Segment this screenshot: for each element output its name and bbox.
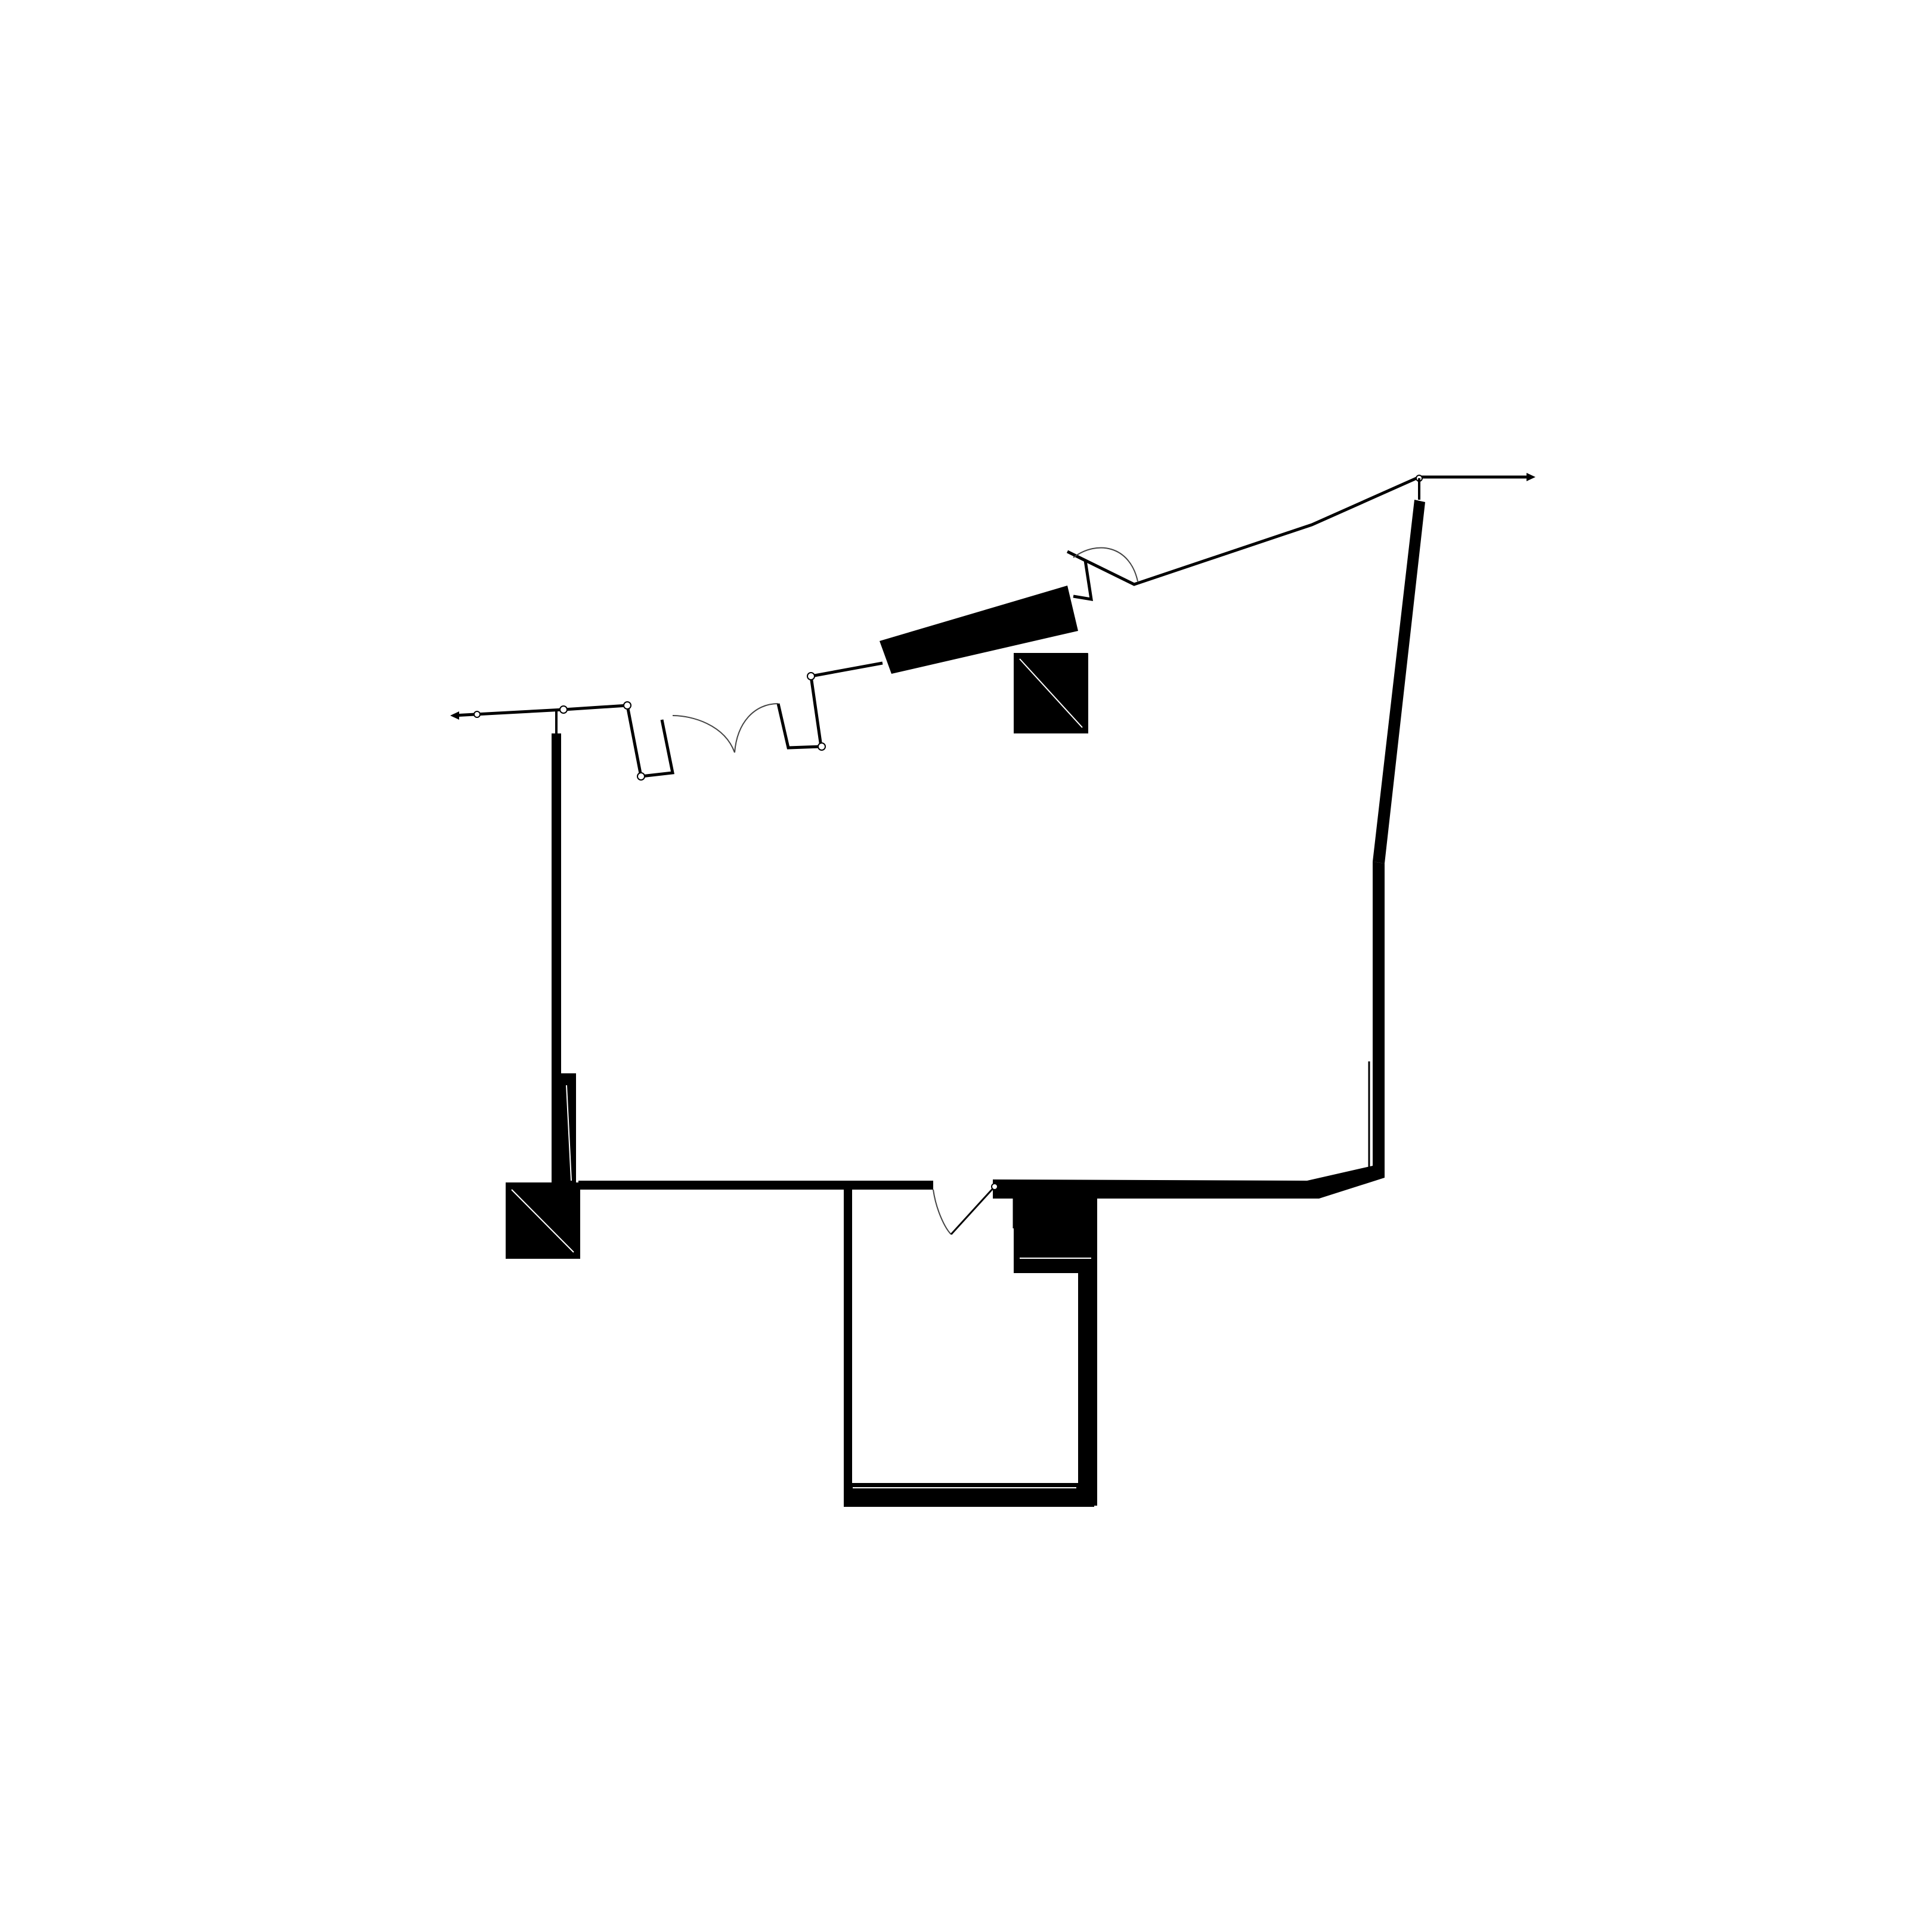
lower-annex xyxy=(844,1190,1097,1507)
facade-left-segment xyxy=(453,704,674,778)
door-swing-arc xyxy=(933,1189,952,1235)
right-wall-upper xyxy=(1373,500,1425,863)
column-hatch xyxy=(511,1189,574,1253)
top-facade xyxy=(450,473,1535,781)
angled-wall-with-column xyxy=(880,586,1089,733)
left-wall xyxy=(552,710,576,1187)
bottom-wall xyxy=(578,1166,1385,1199)
column-hatch xyxy=(1019,658,1083,728)
bottom-wall-left xyxy=(578,1181,933,1190)
door-swing-arc xyxy=(734,703,779,753)
door-swing-arc xyxy=(672,715,735,753)
door-top-right xyxy=(1073,547,1138,582)
facade-node xyxy=(623,701,631,710)
facade-node xyxy=(818,742,826,751)
annex-left-wall xyxy=(844,1190,852,1506)
facade-node xyxy=(637,772,645,781)
facade-arrow-left xyxy=(450,711,459,720)
right-wall-lower xyxy=(1373,862,1385,1178)
door-bottom xyxy=(933,1183,998,1236)
bottom-wall-right xyxy=(993,1166,1385,1199)
facade-node xyxy=(807,672,815,680)
facade-middle-segment xyxy=(776,661,883,750)
facade-node xyxy=(473,711,481,718)
double-door-top-left xyxy=(672,703,779,753)
door-swing-arc xyxy=(1073,547,1138,582)
door-leaf xyxy=(950,1185,996,1236)
facade-node xyxy=(559,705,568,714)
left-wall-line xyxy=(552,733,561,1187)
facade-right-segment xyxy=(1066,475,1527,602)
right-wall xyxy=(1368,478,1425,1178)
column-hatch xyxy=(1073,634,1089,654)
annex-bottom-wall xyxy=(844,1483,1094,1507)
door-hinge-node xyxy=(991,1183,998,1190)
angled-wall xyxy=(880,586,1078,674)
facade-arrow-right xyxy=(1527,473,1535,481)
column xyxy=(1014,1196,1097,1273)
pier-hatch xyxy=(566,1085,572,1181)
column-bottom-left xyxy=(506,1182,580,1259)
